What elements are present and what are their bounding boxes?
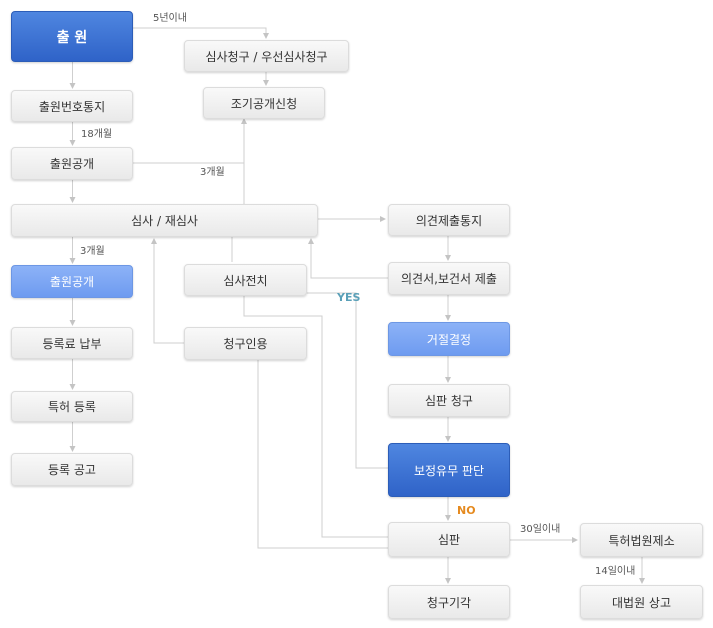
node-trial: 심판 — [388, 522, 510, 557]
label-yes: YES — [337, 291, 361, 304]
line-pretrial-to-trial — [243, 296, 388, 538]
label-3-months-a: 3개월 — [200, 167, 225, 178]
arrow-claim-citation-to-examination — [151, 238, 185, 344]
arrow-submission-to-examination — [308, 238, 388, 279]
label-no: NO — [457, 504, 476, 517]
node-early-publication: 조기공개신청 — [203, 87, 325, 119]
label-within-5-years: 5년이내 — [153, 13, 187, 24]
node-opinion-notice: 의견제출통지 — [388, 204, 510, 236]
node-filing-publication-2: 출원공개 — [11, 265, 133, 298]
node-claim-dismissal: 청구기각 — [388, 585, 510, 619]
label-within-30-days: 30일이내 — [520, 524, 561, 535]
label-18-months: 18개월 — [81, 129, 113, 140]
node-patent-registration: 특허 등록 — [11, 391, 133, 422]
label-within-14-days: 14일이내 — [595, 566, 636, 577]
node-pre-trial-exam: 심사전치 — [184, 264, 307, 296]
line-amendment-yes-to-pretrial — [262, 292, 388, 469]
node-exam-request: 심사청구 / 우선심사청구 — [184, 40, 349, 72]
node-claim-citation: 청구인용 — [184, 327, 307, 360]
line-trial-to-claim-citation — [257, 360, 388, 549]
node-filing-number-notice: 출원번호통지 — [11, 90, 133, 122]
node-supreme-court: 대법원 상고 — [580, 585, 703, 619]
node-rejection: 거절결정 — [388, 322, 510, 356]
node-trial-request: 심판 청구 — [388, 384, 510, 417]
node-patent-court: 특허법원제소 — [580, 523, 703, 557]
node-filing: 출 원 — [11, 11, 133, 62]
node-opinion-submission: 의견서,보건서 제출 — [388, 262, 510, 295]
node-registration-publication: 등록 공고 — [11, 453, 133, 486]
label-3-months-b: 3개월 — [80, 246, 105, 257]
arrow-filing-to-exam-request — [133, 27, 269, 39]
node-registration-fee: 등록료 납부 — [11, 327, 133, 359]
arrow-publication-to-early-publication — [133, 118, 247, 164]
node-amendment-check: 보정유무 판단 — [388, 443, 510, 497]
node-filing-publication: 출원공개 — [11, 147, 133, 180]
node-examination: 심사 / 재심사 — [11, 204, 318, 237]
